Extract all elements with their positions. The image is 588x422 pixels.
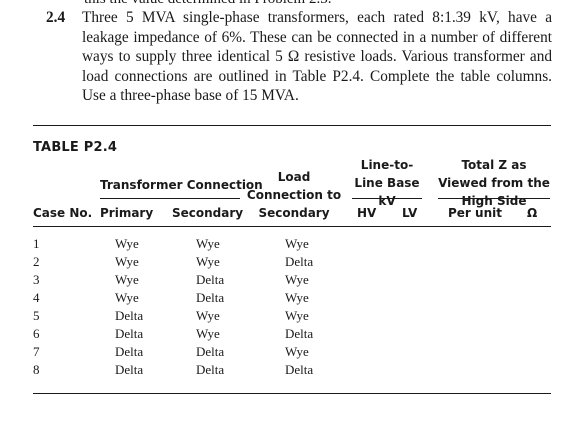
table-top-rule: [33, 125, 551, 126]
row-2-case: 2: [33, 254, 40, 269]
row-8-primary: Delta: [115, 362, 144, 377]
row-8-secondary: Delta: [196, 362, 225, 377]
header-per-unit: Per unit: [448, 206, 502, 220]
problem-text: Three 5 MVA single-phase transformers, e…: [82, 9, 552, 105]
header-primary: Primary: [100, 206, 154, 220]
table-header-rule: [33, 226, 551, 227]
row-7-case: 7: [33, 344, 40, 359]
row-8-load: Delta: [285, 362, 314, 377]
row-7-primary: Delta: [115, 344, 144, 359]
row-2-primary: Wye: [115, 254, 139, 269]
row-5-secondary: Wye: [196, 308, 220, 323]
row-6-secondary: Wye: [196, 326, 220, 341]
row-1-case: 1: [33, 236, 40, 251]
row-1-secondary: Wye: [196, 236, 220, 251]
row-3-load: Wye: [285, 272, 309, 287]
row-4-primary: Wye: [115, 290, 139, 305]
row-7-load: Wye: [285, 344, 309, 359]
problem-statement: 2.4 Three 5 MVA single-phase transformer…: [46, 8, 552, 106]
header-ohm: Ω: [527, 206, 538, 220]
row-6-load: Delta: [285, 326, 314, 341]
row-2-load: Delta: [285, 254, 314, 269]
header-total-z: Total Z as Viewed from the High Side: [438, 158, 550, 208]
row-3-secondary: Delta: [196, 272, 225, 287]
row-5-load: Wye: [285, 308, 309, 323]
header-line-to-line: Line-to-Line Base kV: [354, 158, 420, 208]
row-1-load: Wye: [285, 236, 309, 251]
row-8-case: 8: [33, 362, 40, 377]
problem-number: 2.4: [46, 9, 66, 26]
header-transformer-connection: Transformer Connection: [100, 178, 263, 192]
header-hv: HV: [357, 206, 377, 220]
header-lv: LV: [402, 206, 418, 220]
row-1-primary: Wye: [115, 236, 139, 251]
rule-total-z-group: [438, 198, 550, 199]
row-6-case: 6: [33, 326, 40, 341]
table-title: TABLE P2.4: [33, 140, 118, 155]
header-case-no: Case No.: [33, 206, 93, 220]
row-4-load: Wye: [285, 290, 309, 305]
row-6-primary: Delta: [115, 326, 144, 341]
row-2-secondary: Wye: [196, 254, 220, 269]
table-bottom-rule: [33, 393, 551, 394]
rule-line-to-line-group: [352, 198, 422, 199]
cropped-previous-line: this the value determined in Problem 2.3…: [84, 0, 564, 8]
row-3-primary: Wye: [115, 272, 139, 287]
row-4-case: 4: [33, 290, 40, 305]
header-load-connection: Load Connection to Secondary: [246, 170, 342, 220]
header-secondary: Secondary: [172, 206, 244, 220]
row-4-secondary: Delta: [196, 290, 225, 305]
row-5-case: 5: [33, 308, 40, 323]
row-3-case: 3: [33, 272, 40, 287]
rule-transformer-group: [100, 198, 240, 199]
row-7-secondary: Delta: [196, 344, 225, 359]
row-5-primary: Delta: [115, 308, 144, 323]
